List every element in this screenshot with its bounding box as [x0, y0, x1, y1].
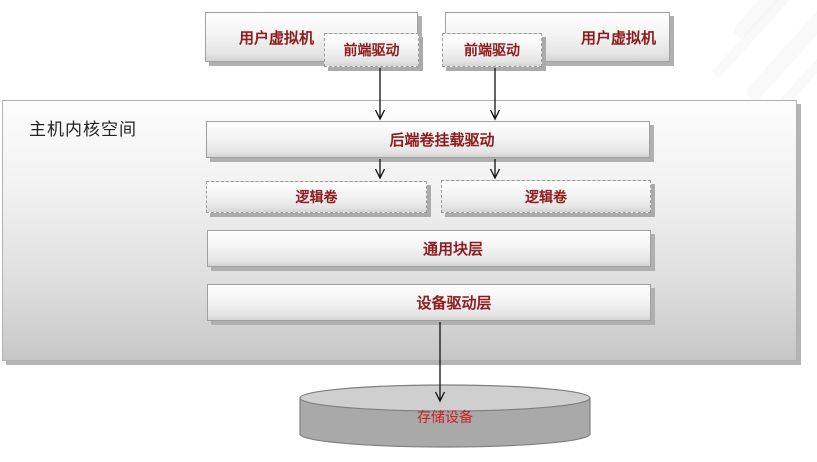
logical-volume-box-left: 逻辑卷 [206, 181, 427, 213]
backend-mount-driver-box: 后端卷挂载驱动 [206, 121, 650, 158]
generic-block-layer-box: 通用块层 [207, 230, 651, 267]
device-driver-layer-label: 设备驱动层 [416, 294, 492, 312]
frontend-driver-box-left: 前端驱动 [324, 33, 419, 67]
logical-volume-left-label: 逻辑卷 [295, 190, 338, 206]
frontend-driver-left-label: 前端驱动 [343, 43, 400, 59]
kernel-space-label: 主机内核空间 [29, 120, 137, 140]
device-driver-layer-box: 设备驱动层 [207, 284, 651, 321]
generic-block-layer-label: 通用块层 [422, 240, 483, 258]
frontend-driver-right-label: 前端驱动 [464, 43, 520, 59]
logical-volume-box-right: 逻辑卷 [441, 180, 651, 213]
storage-device-label: 存储设备 [417, 410, 473, 426]
frontend-driver-box-right: 前端驱动 [442, 33, 542, 67]
logical-volume-right-label: 逻辑卷 [525, 189, 567, 206]
vm-box-left-label: 用户虚拟机 [239, 28, 315, 47]
vm-box-right-label: 用户虚拟机 [580, 28, 656, 47]
backend-mount-driver-label: 后端卷挂载驱动 [389, 131, 495, 149]
